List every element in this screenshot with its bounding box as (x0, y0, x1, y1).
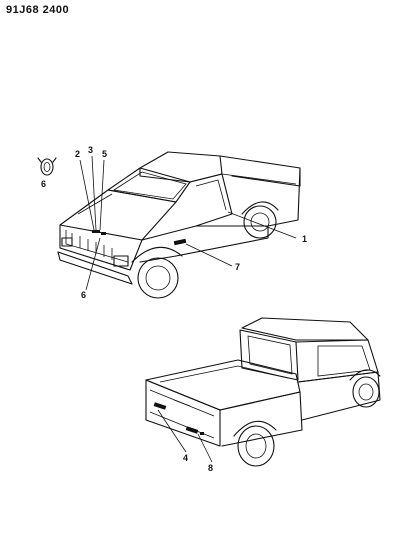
diagram-code: 91J68 2400 (6, 4, 70, 16)
front-truck-illustration (57, 151, 301, 299)
callout-5: 5 (102, 149, 107, 159)
callout-1: 1 (302, 234, 307, 244)
callout-4: 4 (183, 453, 188, 463)
rear-truck-illustration (145, 317, 381, 467)
callout-8: 8 (208, 463, 213, 473)
callout-2: 2 (75, 149, 80, 159)
callout-6-emblem: 6 (41, 179, 46, 189)
emblem-part (37, 157, 57, 176)
callout-3: 3 (88, 145, 93, 155)
callout-6-grille: 6 (81, 290, 86, 300)
callout-7: 7 (235, 262, 240, 272)
leader-lines (79, 155, 297, 463)
